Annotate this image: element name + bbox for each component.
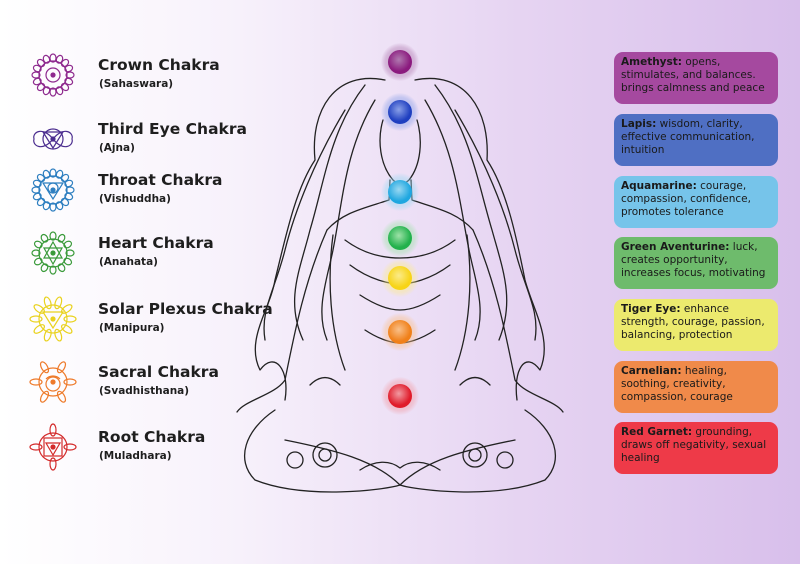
chakra-orb bbox=[388, 50, 412, 74]
stone-description: grounding, draws off negativity, sexual … bbox=[621, 426, 767, 464]
meditating-woman-drawing bbox=[236, 77, 564, 493]
chakra-name: Throat Chakra bbox=[98, 171, 223, 189]
stone-description: opens, stimulates, and balances. brings … bbox=[621, 56, 765, 94]
crown-chakra-icon bbox=[28, 50, 78, 100]
chakra-row-heart: Heart Chakra (Anahata) bbox=[0, 228, 300, 278]
stone-name: Aquamarine: bbox=[621, 180, 697, 192]
chakra-orb bbox=[388, 266, 412, 290]
chakra-name: Root Chakra bbox=[98, 428, 206, 446]
stone-name: Green Aventurine: bbox=[621, 241, 730, 253]
chakra-name: Sacral Chakra bbox=[98, 363, 219, 381]
chakra-row-sacral: Sacral Chakra (Svadhisthana) bbox=[0, 357, 300, 407]
stone-name: Lapis: bbox=[621, 118, 657, 130]
chakra-sanskrit-name: (Vishuddha) bbox=[99, 193, 171, 205]
chakra-name: Heart Chakra bbox=[98, 234, 214, 252]
stone-name: Carnelian: bbox=[621, 365, 682, 377]
stone-name: Amethyst: bbox=[621, 56, 682, 68]
stone-name: Red Garnet: bbox=[621, 426, 693, 438]
chakra-sanskrit-name: (Anahata) bbox=[99, 256, 158, 268]
stone-box-lapis: Lapis: wisdom, clarity, effective commun… bbox=[614, 114, 778, 166]
root-chakra-icon bbox=[28, 422, 78, 472]
stone-name: Tiger Eye: bbox=[621, 303, 681, 315]
stone-box-tiger-eye: Tiger Eye: enhance strength, courage, pa… bbox=[614, 299, 778, 351]
chakra-name: Crown Chakra bbox=[98, 56, 220, 74]
stone-description: courage, compassion, confidence, promote… bbox=[621, 180, 751, 218]
chakra-orb bbox=[388, 180, 412, 204]
stone-description: healing, soothing, creativity, compassio… bbox=[621, 365, 733, 403]
chakra-row-root: Root Chakra (Muladhara) bbox=[0, 422, 300, 472]
chakra-orb bbox=[388, 320, 412, 344]
chakra-orb bbox=[388, 384, 412, 408]
chakra-row-solar-plexus: Solar Plexus Chakra (Manipura) bbox=[0, 294, 300, 344]
chakra-sanskrit-name: (Ajna) bbox=[99, 142, 135, 154]
stone-box-red-garnet: Red Garnet: grounding, draws off negativ… bbox=[614, 422, 778, 474]
chakra-name: Solar Plexus Chakra bbox=[98, 300, 273, 318]
stone-box-amethyst: Amethyst: opens, stimulates, and balance… bbox=[614, 52, 778, 104]
sacral-chakra-icon bbox=[28, 357, 78, 407]
chakra-sanskrit-name: (Svadhisthana) bbox=[99, 385, 190, 397]
chakra-sanskrit-name: (Sahaswara) bbox=[99, 78, 174, 90]
stone-box-carnelian: Carnelian: healing, soothing, creativity… bbox=[614, 361, 778, 413]
chakra-row-throat: Throat Chakra (Vishuddha) bbox=[0, 165, 300, 215]
meditating-figure-illustration bbox=[215, 40, 585, 540]
solar-plexus-chakra-icon bbox=[28, 294, 78, 344]
third-eye-chakra-icon bbox=[28, 114, 78, 164]
chakra-orb bbox=[388, 100, 412, 124]
stone-description: luck, creates opportunity, increases foc… bbox=[621, 241, 766, 279]
chakra-sanskrit-name: (Muladhara) bbox=[99, 450, 172, 462]
stone-description: wisdom, clarity, effective communication… bbox=[621, 118, 755, 156]
stone-box-green-aventurine: Green Aventurine: luck, creates opportun… bbox=[614, 237, 778, 289]
stone-box-aquamarine: Aquamarine: courage, compassion, confide… bbox=[614, 176, 778, 228]
chakra-sanskrit-name: (Manipura) bbox=[99, 322, 165, 334]
chakra-name: Third Eye Chakra bbox=[98, 120, 247, 138]
chakra-row-third-eye: Third Eye Chakra (Ajna) bbox=[0, 114, 300, 164]
chakra-orb bbox=[388, 226, 412, 250]
throat-chakra-icon bbox=[28, 165, 78, 215]
chakra-row-crown: Crown Chakra (Sahaswara) bbox=[0, 50, 300, 100]
stone-description: enhance strength, courage, passion, bala… bbox=[621, 303, 765, 341]
heart-chakra-icon bbox=[28, 228, 78, 278]
